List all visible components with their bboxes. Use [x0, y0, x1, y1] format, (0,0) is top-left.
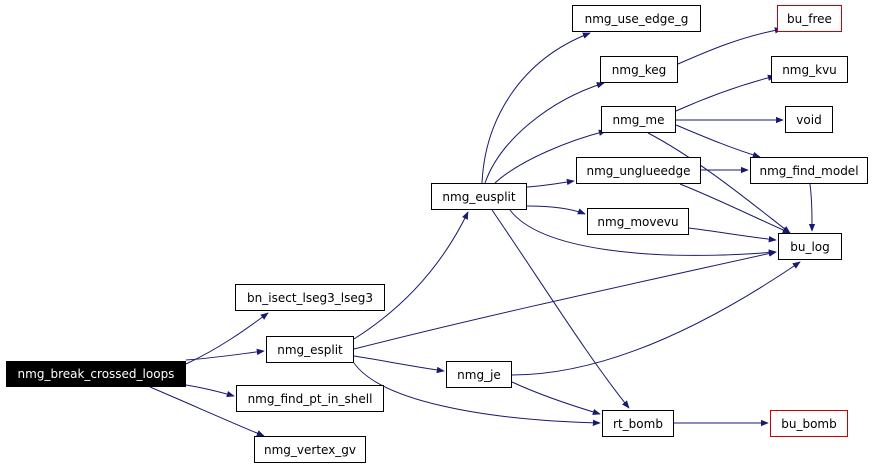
edge-je-to-rt-bomb — [511, 381, 601, 415]
node-nmg-eusplit[interactable]: nmg_eusplit — [431, 183, 527, 210]
node-bn-isect-lseg3-lseg3[interactable]: bn_isect_lseg3_lseg3 — [235, 284, 385, 311]
edge-me-to-find-model — [675, 124, 761, 158]
node-label: nmg_kvu — [782, 62, 837, 77]
node-label: nmg_find_model — [759, 163, 859, 178]
node-rt-bomb[interactable]: rt_bomb — [602, 410, 674, 437]
node-label: bn_isect_lseg3_lseg3 — [247, 290, 373, 305]
node-bu-free[interactable]: bu_free — [777, 5, 842, 32]
node-nmg-keg[interactable]: nmg_keg — [600, 56, 678, 83]
node-label: nmg_keg — [611, 62, 667, 77]
node-nmg-me[interactable]: nmg_me — [601, 106, 676, 133]
node-nmg-esplit[interactable]: nmg_esplit — [266, 336, 354, 363]
node-nmg-use-edge-g[interactable]: nmg_use_edge_g — [572, 5, 701, 32]
node-bu-log[interactable]: bu_log — [778, 233, 842, 260]
node-label: nmg_find_pt_in_shell — [247, 391, 373, 406]
node-label: nmg_break_crossed_loops — [17, 367, 175, 381]
edge-eusplit-to-unglueedge — [526, 178, 575, 188]
edge-keg-to-bu-free — [677, 27, 783, 65]
node-label: rt_bomb — [613, 416, 663, 431]
node-label: bu_bomb — [781, 416, 837, 431]
edge-eusplit-to-me — [494, 129, 607, 184]
edge-eusplit-to-use-edge-g — [481, 32, 591, 184]
node-label: void — [796, 112, 822, 127]
edge-esplit-to-eusplit — [353, 211, 469, 340]
edge-esplit-to-bu-log — [353, 250, 777, 350]
node-root: nmg_break_crossed_loops — [6, 361, 186, 387]
node-label: bu_free — [787, 11, 832, 26]
node-label: nmg_je — [457, 367, 501, 382]
node-nmg-je[interactable]: nmg_je — [446, 361, 512, 388]
node-label: nmg_vertex_gv — [263, 442, 357, 457]
edge-esplit-to-je — [353, 355, 445, 374]
node-label: nmg_unglueedge — [586, 163, 691, 178]
node-nmg-unglueedge[interactable]: nmg_unglueedge — [576, 157, 701, 184]
edge-eusplit-to-movevu — [526, 205, 586, 215]
edge-root-to-find-pt — [185, 384, 235, 398]
edge-eusplit-to-rt-bomb — [491, 209, 630, 409]
node-label: nmg_eusplit — [442, 189, 516, 204]
edge-me-to-kvu — [675, 74, 776, 112]
node-nmg-find-pt-in-shell[interactable]: nmg_find_pt_in_shell — [236, 385, 384, 412]
node-nmg-find-model[interactable]: nmg_find_model — [750, 157, 868, 184]
node-label: nmg_use_edge_g — [584, 11, 689, 26]
edge-unglueedge-to-bu-log — [679, 183, 791, 234]
node-nmg-kvu[interactable]: nmg_kvu — [771, 56, 848, 83]
edge-eusplit-to-keg — [484, 82, 605, 184]
edge-esplit-to-rt-bomb — [353, 362, 601, 427]
edge-eusplit-to-bu-log — [509, 209, 777, 256]
node-bu-bomb[interactable]: bu_bomb — [770, 410, 848, 437]
edge-je-to-bu-log — [511, 261, 801, 376]
edge-root-to-vertex-gv — [149, 386, 265, 437]
edge-root-to-bn-isect — [185, 312, 269, 365]
node-label: bu_log — [790, 239, 830, 254]
node-label: nmg_me — [612, 112, 665, 127]
edge-root-to-nmg-esplit — [185, 348, 265, 361]
edge-movevu-to-bu-log — [688, 227, 777, 243]
node-label: nmg_movevu — [597, 214, 679, 229]
node-void[interactable]: void — [785, 106, 833, 133]
node-label: nmg_esplit — [277, 342, 343, 357]
edge-me-to-bu-log — [647, 132, 791, 234]
node-nmg-movevu[interactable]: nmg_movevu — [587, 208, 689, 235]
node-nmg-vertex-gv[interactable]: nmg_vertex_gv — [254, 436, 366, 463]
edge-find-model-to-bu-log — [808, 183, 816, 232]
